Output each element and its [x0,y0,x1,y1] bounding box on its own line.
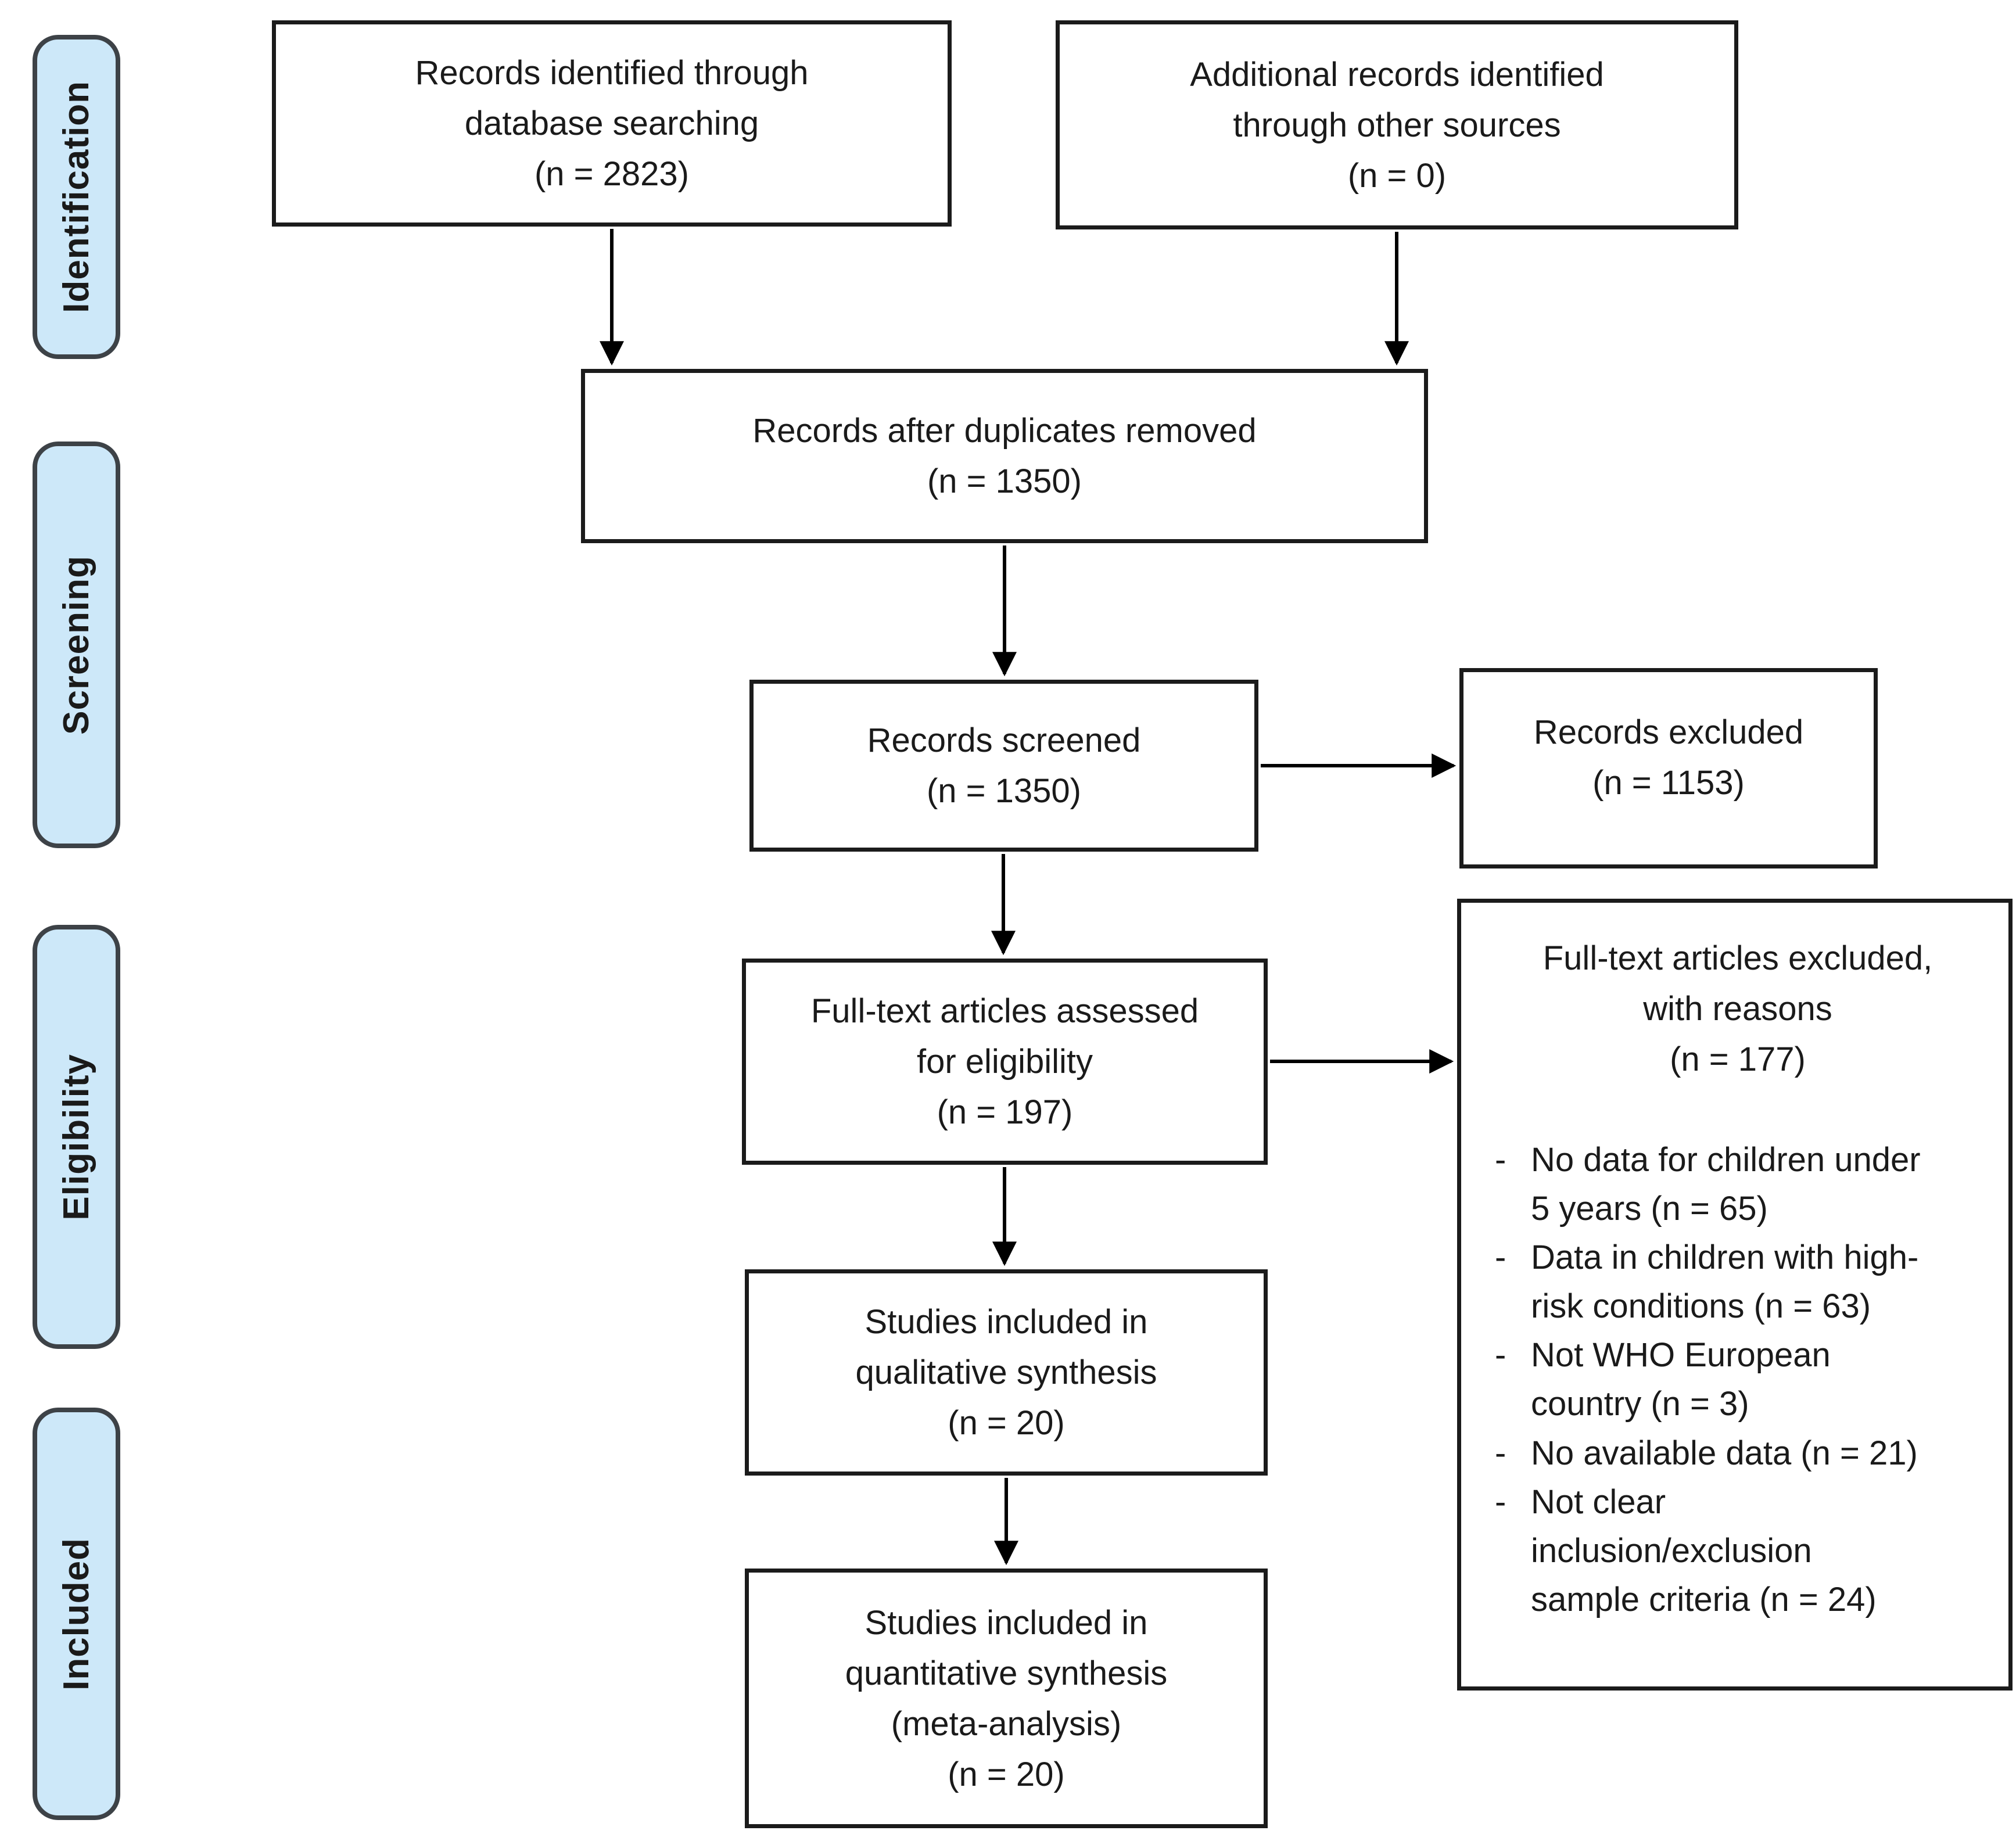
exclusion-reasons-list: - No data for children under 5 years (n … [1487,1136,1989,1624]
box-fulltext-excluded-header: Full-text articles excluded, with reason… [1543,939,1933,1078]
box-quantitative-synthesis-text: Studies included in quantitative synthes… [845,1603,1168,1793]
box-quantitative-synthesis: Studies included in quantitative synthes… [745,1569,1268,1828]
stage-screening: Screening [33,442,120,848]
box-records-excluded: Records excluded (n = 1153) [1459,668,1878,868]
stage-screening-label: Screening [56,555,96,735]
stage-included-label: Included [56,1537,96,1691]
box-additional-records: Additional records identified through ot… [1056,20,1738,229]
bullet-dash: - [1495,1336,1506,1374]
bullet-dash: - [1495,1141,1506,1179]
exclusion-reason-text: Not clear inclusion/exclusion sample cri… [1531,1483,1877,1618]
stage-eligibility: Eligibility [33,925,120,1349]
exclusion-reason-item: - Not WHO European country (n = 3) [1495,1331,1989,1429]
bullet-dash: - [1495,1483,1506,1521]
box-qualitative-synthesis-text: Studies included in qualitative synthesi… [855,1303,1157,1442]
box-records-identified: Records identified through database sear… [272,20,952,227]
exclusion-reason-item: - No data for children under 5 years (n … [1495,1136,1989,1233]
stage-eligibility-label: Eligibility [56,1053,96,1221]
exclusion-reason-item: - No available data (n = 21) [1495,1429,1989,1478]
box-fulltext-excluded: Full-text articles excluded, with reason… [1457,899,2013,1691]
box-records-screened: Records screened (n = 1350) [749,680,1258,852]
box-records-identified-text: Records identified through database sear… [415,54,809,193]
exclusion-reason-text: Not WHO European country (n = 3) [1531,1336,1831,1423]
box-additional-records-text: Additional records identified through ot… [1190,55,1604,195]
box-records-excluded-text: Records excluded (n = 1153) [1533,713,1804,802]
exclusion-reason-text: Data in children with high- risk conditi… [1531,1239,1919,1326]
exclusion-reason-item: - Data in children with high- risk condi… [1495,1233,1989,1331]
stage-identification: Identification [33,35,120,359]
stage-identification-label: Identification [56,81,96,313]
exclusion-reason-text: No data for children under 5 years (n = … [1531,1141,1921,1228]
box-records-screened-text: Records screened (n = 1350) [867,722,1141,810]
box-fulltext-assessed-text: Full-text articles assessed for eligibil… [810,992,1199,1131]
bullet-dash: - [1495,1434,1506,1472]
box-fulltext-assessed: Full-text articles assessed for eligibil… [742,959,1268,1165]
stage-included: Included [33,1408,120,1820]
box-duplicates-removed: Records after duplicates removed (n = 13… [581,369,1428,543]
box-duplicates-removed-text: Records after duplicates removed (n = 13… [752,412,1257,500]
bullet-dash: - [1495,1239,1506,1277]
exclusion-reason-item: - Not clear inclusion/exclusion sample c… [1495,1478,1989,1624]
box-qualitative-synthesis: Studies included in qualitative synthesi… [745,1269,1268,1476]
exclusion-reason-text: No available data (n = 21) [1531,1434,1918,1472]
